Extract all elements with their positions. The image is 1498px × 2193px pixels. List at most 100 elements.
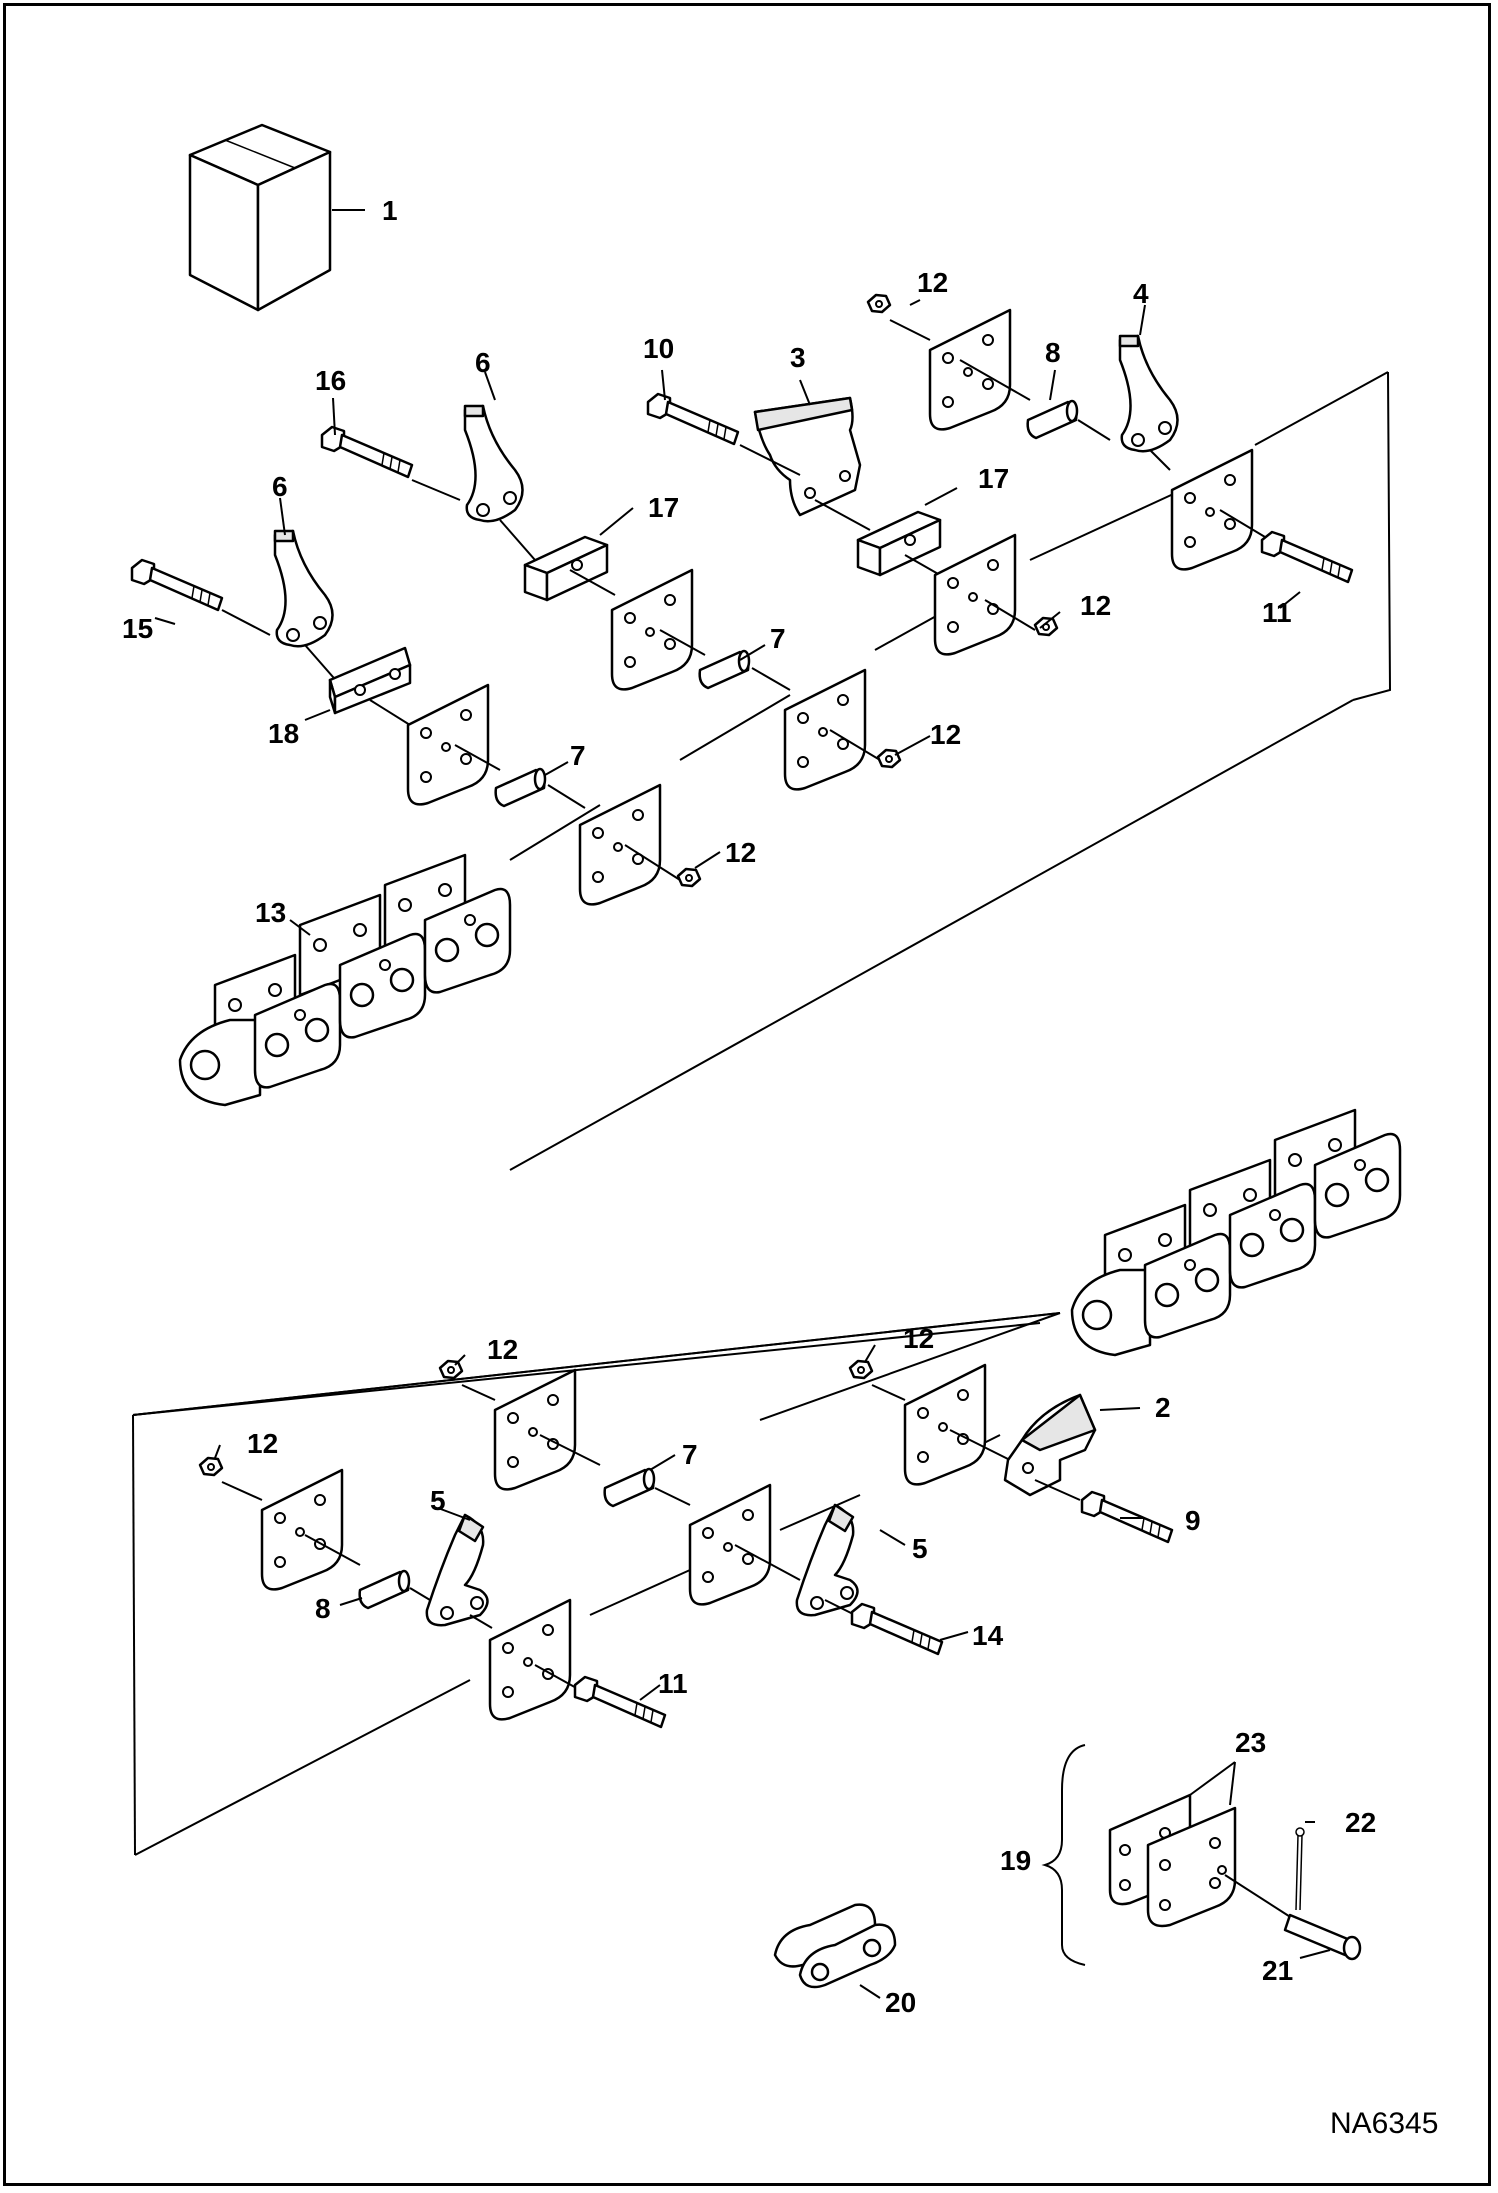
callout-8a: 8 (1045, 337, 1061, 368)
outline-edge (759, 1312, 1061, 1421)
bracket-brace (1041, 1744, 1086, 1966)
callout-7b: 7 (570, 740, 586, 771)
callout-14: 14 (972, 1620, 1004, 1651)
callout-10: 10 (643, 333, 674, 364)
bushing (603, 1467, 656, 1508)
callout-12c: 12 (930, 719, 961, 750)
leader-line (889, 319, 931, 341)
bolt (1260, 530, 1354, 584)
part-box (188, 123, 332, 312)
bolt (850, 1602, 944, 1656)
callout-13: 13 (255, 897, 286, 928)
axis-line (1149, 449, 1171, 471)
nut (676, 867, 702, 888)
link-plate (328, 646, 412, 715)
bushing (698, 649, 751, 690)
axis-line (409, 1587, 431, 1601)
plate (783, 668, 867, 791)
axis-line (534, 1664, 581, 1691)
tooth (273, 529, 334, 648)
callout-11a: 11 (1262, 597, 1292, 628)
axis-line (739, 444, 801, 476)
lower-tooth (795, 1503, 859, 1617)
callout-1: 1 (382, 195, 398, 226)
axis-line (369, 699, 411, 726)
callout-12a: 12 (917, 267, 948, 298)
bushing (358, 1569, 411, 1610)
nut (876, 748, 902, 769)
callout-17a: 17 (648, 492, 679, 523)
axis-line (304, 1534, 361, 1566)
axis-line (734, 1544, 801, 1581)
block (523, 535, 609, 602)
axis-line (1224, 1874, 1296, 1921)
axis-line (454, 744, 501, 771)
callout-12b: 12 (1080, 590, 1111, 621)
axis-line (871, 1384, 906, 1401)
bolt (646, 392, 740, 446)
outline-edge (679, 694, 791, 761)
bracket-2 (1003, 1393, 1097, 1497)
callout-3: 3 (790, 342, 806, 373)
outline-edge (589, 1569, 691, 1616)
nut (848, 1359, 874, 1380)
axis-line (569, 569, 616, 596)
callout-labels: 1 2 3 4 5 5 6 6 7 7 7 8 8 9 10 11 11 12 … (122, 195, 1376, 2018)
plate (406, 683, 490, 806)
plate (933, 533, 1017, 656)
callout-12e: 12 (487, 1334, 518, 1365)
outline-edge (132, 1414, 136, 1856)
bracket (753, 396, 862, 517)
nut (1033, 616, 1059, 637)
axis-line (461, 1384, 496, 1401)
axis-line (1077, 419, 1111, 441)
tooth (1118, 334, 1179, 453)
plate (488, 1598, 572, 1721)
callout-5b: 5 (912, 1533, 928, 1564)
axis-line (539, 1434, 601, 1466)
cotter-pin (1295, 1827, 1305, 1911)
axis-line (829, 729, 881, 761)
tooth (463, 404, 524, 523)
upper-assembly-outline (1352, 371, 1392, 701)
plate (578, 783, 662, 906)
callout-12f: 12 (903, 1323, 934, 1354)
callout-12d: 12 (725, 837, 756, 868)
outline-edge (1029, 489, 1183, 561)
callout-21: 21 (1262, 1955, 1293, 1986)
frame-border (3, 3, 1491, 2186)
bushing (1026, 399, 1079, 440)
axis-line (751, 667, 791, 691)
plate (610, 568, 694, 691)
bolt (130, 558, 224, 612)
callout-7a: 7 (770, 623, 786, 654)
axis-line (949, 1429, 1011, 1461)
axis-line (959, 359, 1031, 401)
axis-line (654, 1487, 691, 1506)
outline-edge (509, 804, 601, 861)
lower-tooth (425, 1513, 489, 1627)
axis-line (814, 499, 871, 531)
callout-5a: 5 (430, 1485, 446, 1516)
plate (688, 1483, 772, 1606)
axis-line (904, 554, 941, 576)
axis-line (469, 1614, 493, 1629)
axis-line (221, 1481, 263, 1501)
callout-4: 4 (1133, 278, 1149, 309)
outline-edge (509, 699, 1354, 1171)
outline-edge (1254, 371, 1389, 446)
nut (438, 1359, 464, 1380)
chain-section-upper (178, 853, 512, 1107)
axis-line (824, 1599, 856, 1616)
axis-line (624, 844, 681, 881)
drawing-code: NA6345 (1330, 2107, 1438, 2140)
callout-15: 15 (122, 613, 153, 644)
callout-6a: 6 (475, 347, 491, 378)
axis-line (1219, 509, 1271, 541)
axis-line (659, 629, 706, 656)
callout-7c: 7 (682, 1439, 698, 1470)
callout-11b: 11 (658, 1668, 688, 1699)
callout-17b: 17 (978, 463, 1009, 494)
